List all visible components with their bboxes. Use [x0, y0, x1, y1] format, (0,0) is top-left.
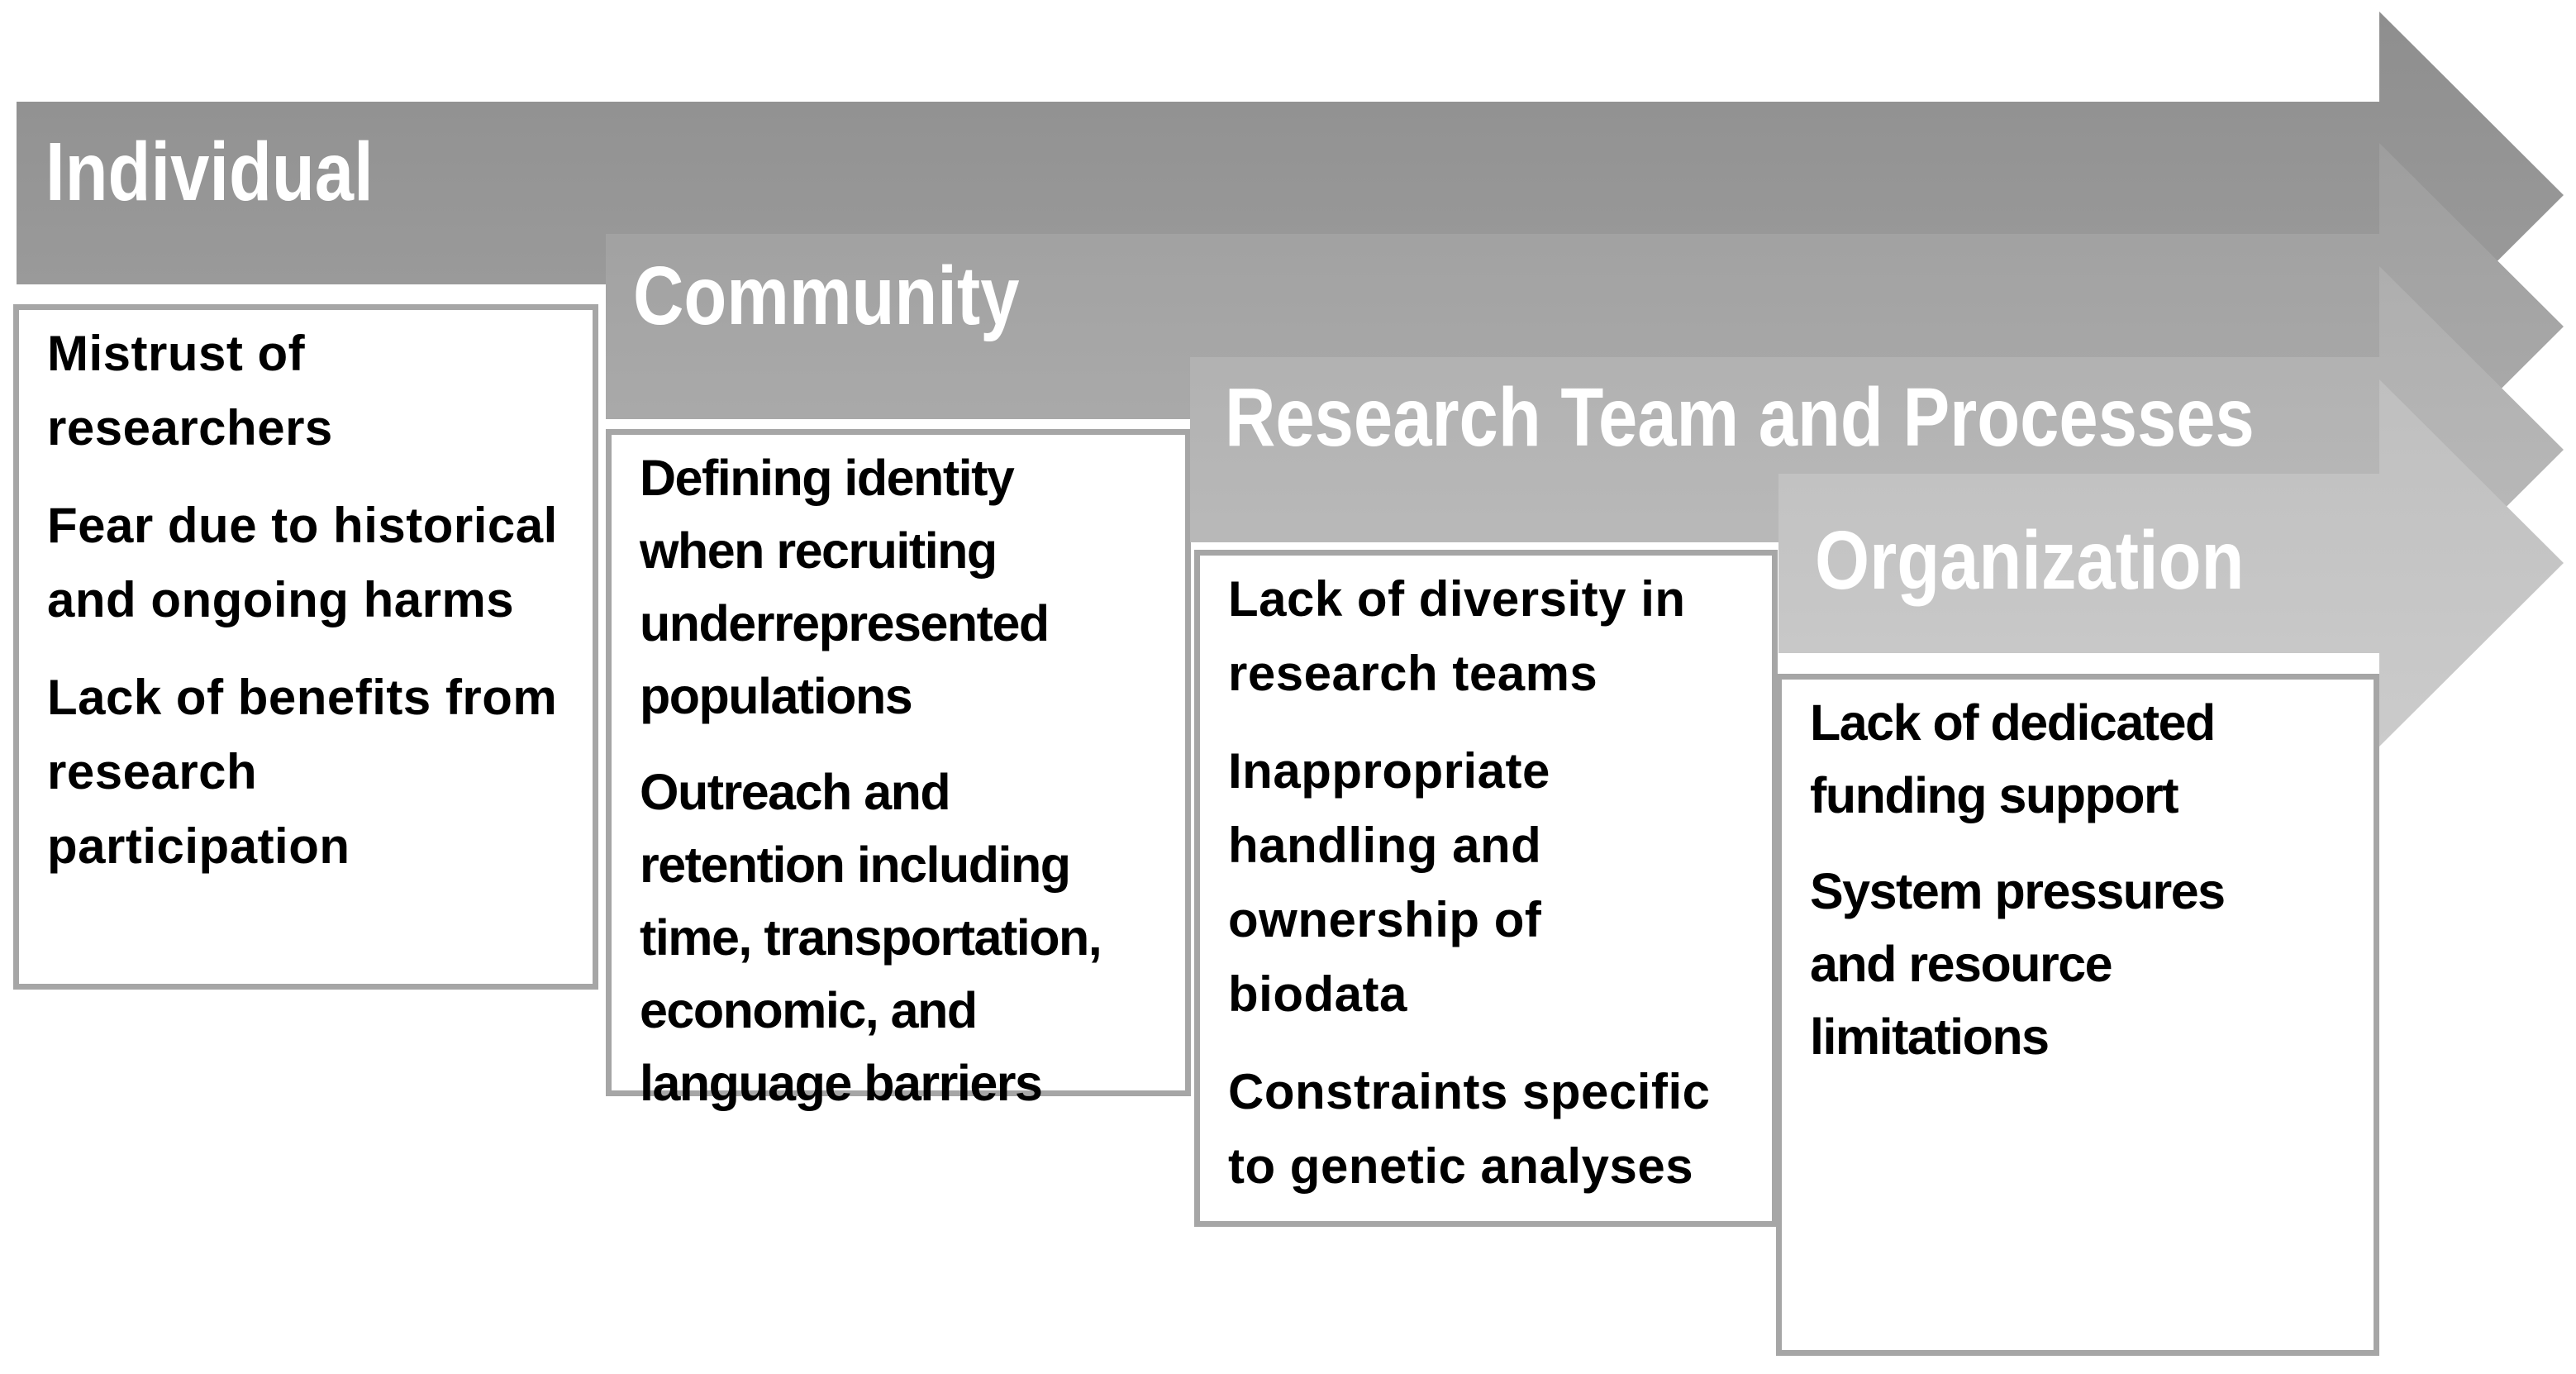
barrier-item: Defining identity when recruiting underr…	[640, 450, 1050, 724]
barrier-item: System pressures and resource limitation…	[1810, 863, 2226, 1065]
barrier-item: Lack of dedicated funding support	[1810, 694, 2216, 823]
level-title-research-team: Research Team and Processes	[1225, 371, 2255, 464]
panel-organization-barriers: Lack of dedicated funding support System…	[1776, 674, 2379, 1356]
barrier-item: Mistrust of researchers	[47, 326, 333, 456]
panel-research-team-barriers: Lack of diversity in research teams Inap…	[1194, 550, 1778, 1227]
level-title-organization: Organization	[1815, 514, 2245, 607]
barrier-item: Lack of benefits from research participa…	[47, 670, 558, 874]
level-title-community: Community	[633, 250, 1020, 342]
barrier-item: Inappropriate handling and ownership of …	[1228, 743, 1550, 1022]
panel-individual-barriers: Mistrust of researchers Fear due to hist…	[13, 304, 598, 990]
barrier-item: Lack of diversity in research teams	[1228, 571, 1686, 701]
barrier-item: Outreach and retention including time, t…	[640, 764, 1102, 1111]
panel-community-barriers: Defining identity when recruiting underr…	[606, 429, 1191, 1111]
barrier-item: Fear due to historical and ongoing harms	[47, 498, 558, 627]
level-title-individual: Individual	[45, 126, 374, 218]
barrier-item: Constraints specific to genetic analyses	[1228, 1064, 1711, 1194]
